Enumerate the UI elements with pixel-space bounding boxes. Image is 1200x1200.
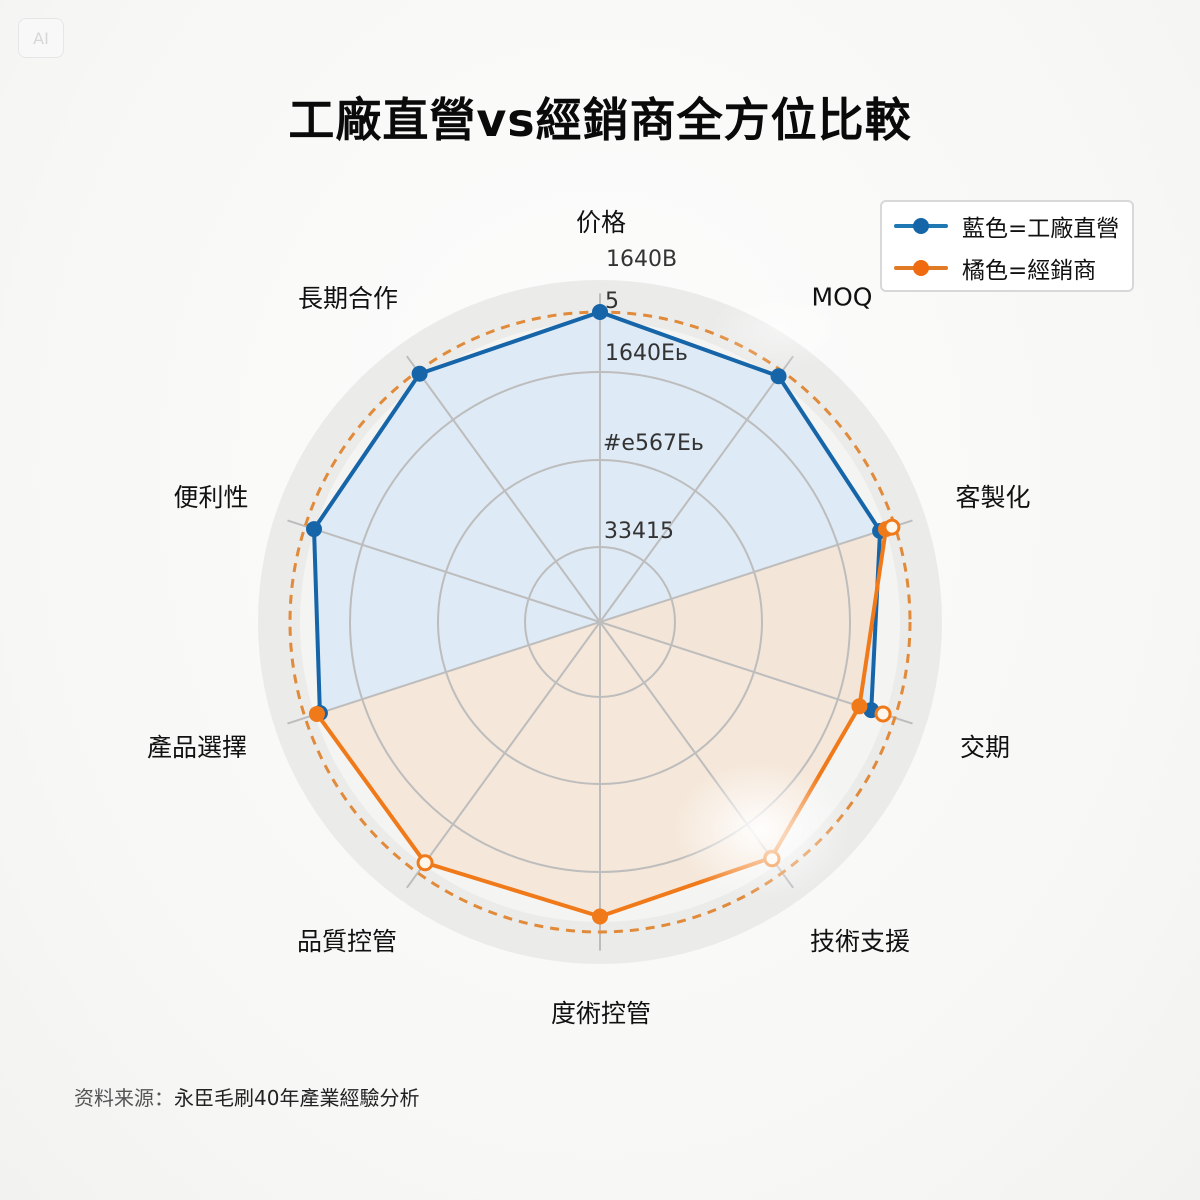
axis-label-customization: 客製化 xyxy=(955,483,1031,512)
axis-label-tech-support: 技術支援 xyxy=(809,927,911,956)
axis-label-lead-time: 交期 xyxy=(959,733,1011,762)
legend-item-distributor: 橘色=經銷商 xyxy=(894,250,1096,286)
data-point xyxy=(851,698,868,715)
axis-label-price: 价格 xyxy=(575,208,627,237)
grid-spoke xyxy=(406,621,601,889)
grid-spoke xyxy=(287,519,601,623)
data-point xyxy=(308,705,325,722)
axis-label-convenience: 便利性 xyxy=(173,483,249,512)
legend-label: 橘色=經銷商 xyxy=(962,258,1097,284)
axis-label-moq: MOQ xyxy=(811,282,873,312)
source-prefix: 资料来源： xyxy=(74,1086,174,1110)
legend-item-factory: 藍色=工廠直營 xyxy=(894,208,1119,244)
axis-label-quality-control: 品質控管 xyxy=(296,927,398,956)
tick-label: 1640Eь xyxy=(605,341,688,366)
legend-orange-marker-icon xyxy=(894,258,948,278)
legend-blue-marker-icon xyxy=(894,216,948,236)
series-line xyxy=(315,528,888,919)
tick-label: 1640B xyxy=(606,247,678,272)
data-point xyxy=(411,365,428,382)
grid-spoke xyxy=(599,519,913,623)
source-text: 永臣毛刷40年產業經驗分析 xyxy=(174,1086,420,1110)
legend: 藍色=工廠直營 橘色=經銷商 xyxy=(880,200,1134,292)
grid-spoke xyxy=(406,355,601,623)
grid-spoke xyxy=(287,621,601,725)
data-point xyxy=(592,304,608,320)
data-point-hollow xyxy=(883,518,901,536)
chart-title: 工廠直營vs經銷商全方位比較 xyxy=(288,93,912,147)
source-note: 资料来源：永臣毛刷40年產業經驗分析 xyxy=(74,1082,419,1111)
data-point xyxy=(592,908,608,925)
axis-label-long-term: 長期合作 xyxy=(297,284,399,313)
axis-label-product-selection: 產品選擇 xyxy=(146,733,248,762)
axis-label-process-control: 度術控管 xyxy=(550,999,652,1028)
data-point xyxy=(306,521,323,538)
tick-label: 5 xyxy=(605,289,619,314)
data-point-hollow xyxy=(874,705,892,723)
ai-badge: AI xyxy=(18,18,64,58)
grid-spoke xyxy=(599,355,794,623)
legend-label: 藍色=工廠直營 xyxy=(962,216,1120,242)
tick-label: #e567Eь xyxy=(603,431,704,456)
data-point xyxy=(770,368,787,385)
data-point-hollow xyxy=(416,854,434,872)
tick-label: 33415 xyxy=(604,519,674,544)
